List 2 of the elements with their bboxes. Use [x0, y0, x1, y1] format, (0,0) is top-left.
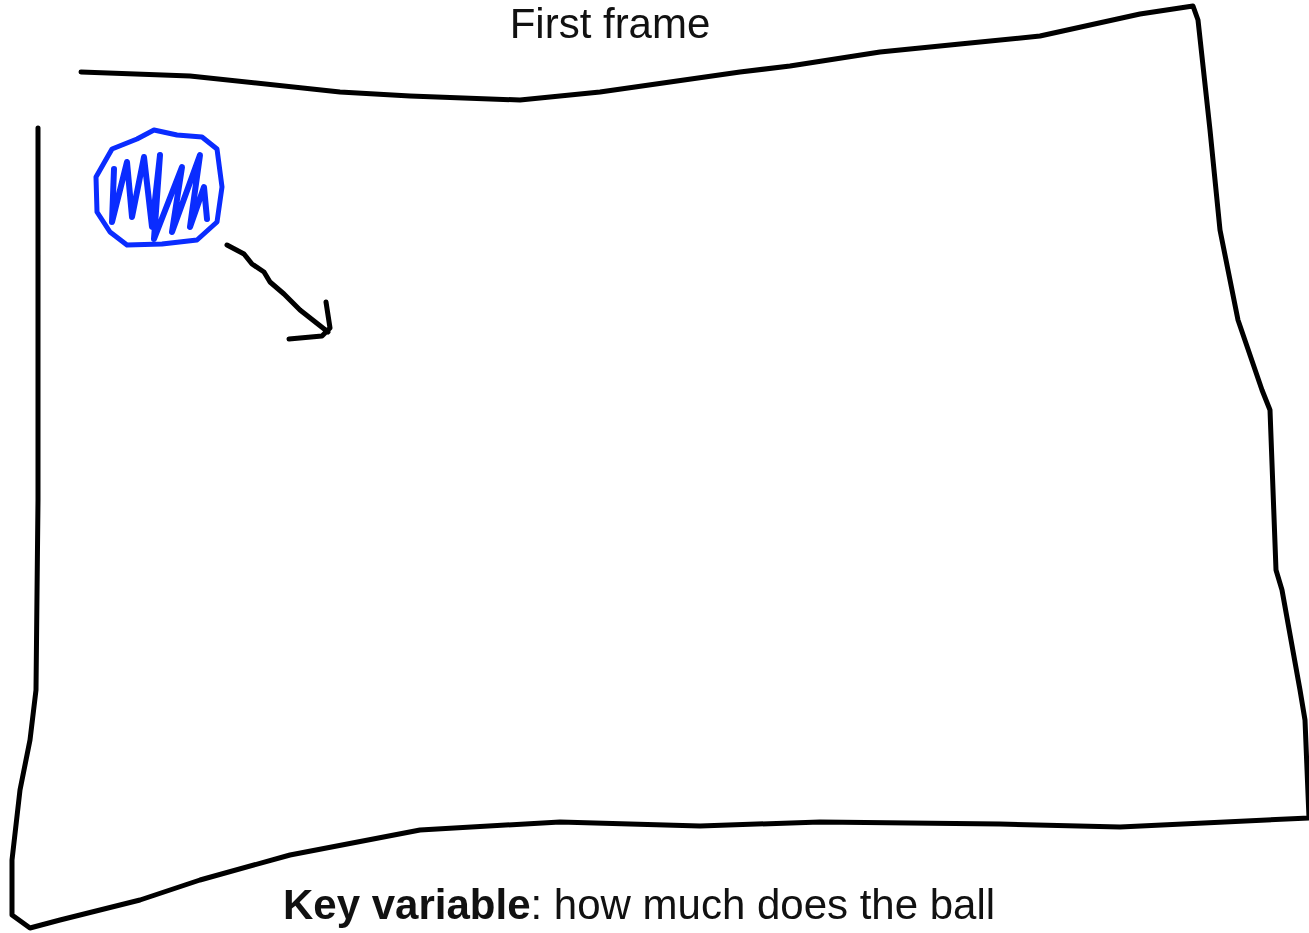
frame-title: First frame	[508, 0, 712, 48]
caption: Key variable: how much does the ball	[283, 880, 996, 930]
